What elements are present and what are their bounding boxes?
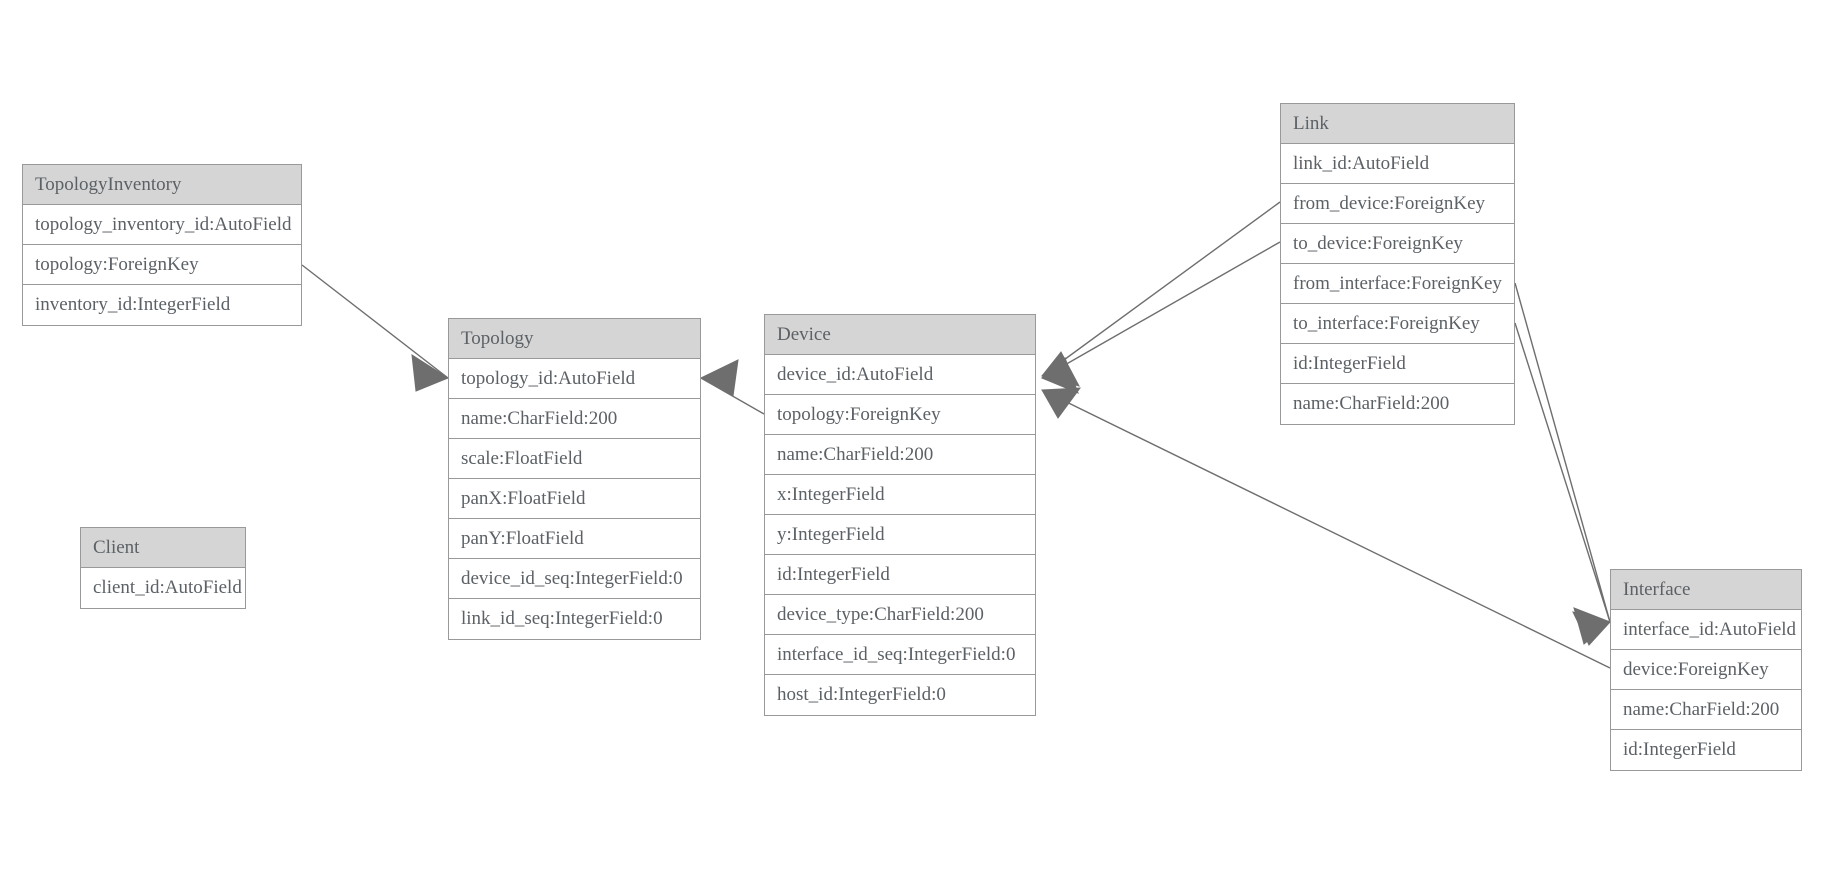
entity-field: name:CharField:200 [1281, 384, 1514, 424]
relation-line [1041, 241, 1281, 379]
relation-line [1041, 201, 1281, 377]
entity-field: device_id:AutoField [765, 355, 1035, 395]
entity-field: client_id:AutoField [81, 568, 245, 608]
entity-field: id:IntegerField [765, 555, 1035, 595]
arrowhead-icon [1041, 387, 1082, 419]
entity-field: id:IntegerField [1281, 344, 1514, 384]
relation-line [1514, 282, 1611, 623]
entity-title-topology_inventory: TopologyInventory [23, 165, 301, 205]
entity-field: link_id:AutoField [1281, 144, 1514, 184]
relation-line [1041, 389, 1611, 669]
entity-fields-client: client_id:AutoField [81, 568, 245, 608]
arrowhead-icon [411, 354, 450, 392]
entity-field: x:IntegerField [765, 475, 1035, 515]
entity-title-device: Device [765, 315, 1035, 355]
arrowhead-icon [1572, 611, 1611, 646]
relation-link-to-device-to-device [1041, 241, 1281, 394]
entity-field: interface_id_seq:IntegerField:0 [765, 635, 1035, 675]
entity-field: interface_id:AutoField [1611, 610, 1801, 650]
relation-device-to-topology [699, 359, 765, 415]
entity-field: scale:FloatField [449, 439, 700, 479]
entity-field: topology:ForeignKey [765, 395, 1035, 435]
relation-topologyinventory-to-topology [301, 264, 450, 392]
relation-line [700, 377, 765, 415]
entity-field: from_device:ForeignKey [1281, 184, 1514, 224]
entity-title-client: Client [81, 528, 245, 568]
entity-field: from_interface:ForeignKey [1281, 264, 1514, 304]
relation-link-from-interface-to-interface [1514, 282, 1611, 646]
entity-field: name:CharField:200 [449, 399, 700, 439]
entity-title-interface: Interface [1611, 570, 1801, 610]
entity-field: device_type:CharField:200 [765, 595, 1035, 635]
entity-field: y:IntegerField [765, 515, 1035, 555]
arrowhead-icon [1041, 351, 1080, 387]
arrowhead-icon [1041, 357, 1079, 394]
entity-field: inventory_id:IntegerField [23, 285, 301, 325]
arrowhead-icon [1573, 607, 1611, 645]
entity-field: name:CharField:200 [1611, 690, 1801, 730]
entity-field: panX:FloatField [449, 479, 700, 519]
relation-link-to-interface-to-interface [1514, 322, 1611, 645]
entity-field: link_id_seq:IntegerField:0 [449, 599, 700, 639]
entity-field: to_device:ForeignKey [1281, 224, 1514, 264]
entity-field: topology_inventory_id:AutoField [23, 205, 301, 245]
entity-field: name:CharField:200 [765, 435, 1035, 475]
entity-field: topology:ForeignKey [23, 245, 301, 285]
entity-field: host_id:IntegerField:0 [765, 675, 1035, 715]
relation-line [301, 264, 449, 379]
entity-title-link: Link [1281, 104, 1514, 144]
entity-field: to_interface:ForeignKey [1281, 304, 1514, 344]
entity-title-topology: Topology [449, 319, 700, 359]
entity-field: device_id_seq:IntegerField:0 [449, 559, 700, 599]
entity-field: panY:FloatField [449, 519, 700, 559]
relation-link-from-device-to-device [1041, 201, 1281, 387]
arrowhead-icon [699, 359, 739, 397]
entity-field: id:IntegerField [1611, 730, 1801, 770]
entity-field: topology_id:AutoField [449, 359, 700, 399]
entity-field: device:ForeignKey [1611, 650, 1801, 690]
relation-interface-device-to-device [1041, 387, 1611, 669]
relation-line [1514, 322, 1611, 623]
